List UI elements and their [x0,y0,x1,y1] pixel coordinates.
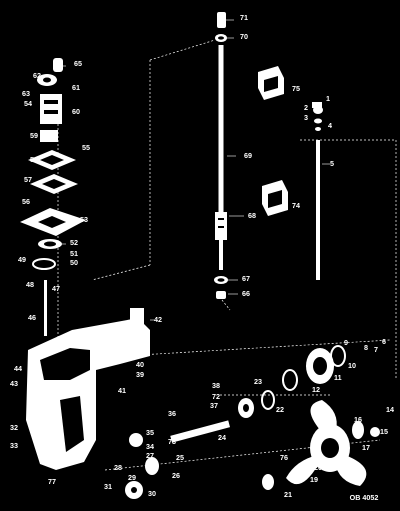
callout-61: 61 [72,83,80,92]
callout-28: 28 [114,463,122,472]
callout-34: 34 [146,442,154,451]
callout-76: 76 [280,453,288,462]
callout-56: 56 [22,197,30,206]
callout-67: 67 [242,274,250,283]
callout-19: 19 [310,475,318,484]
callout-50: 50 [70,258,78,267]
callout-49: 49 [18,255,26,264]
callout-33: 33 [10,441,18,450]
callout-71: 71 [240,13,248,22]
gasket-kit-box-lower [262,180,288,216]
callout-30: 30 [148,489,156,498]
callout-63: 63 [22,89,30,98]
callout-12: 12 [312,385,320,394]
callout-77: 77 [48,477,56,486]
propeller [262,400,380,490]
callout-37: 37 [210,401,218,410]
callout-60: 60 [72,107,80,116]
callout-16: 16 [354,415,362,424]
callout-21: 21 [284,490,292,499]
callout-26: 26 [172,471,180,480]
callout-74: 74 [292,201,300,210]
drawing-code-label: OB 4052 [350,493,379,502]
callout-6: 6 [382,337,386,346]
callout-53: 53 [80,215,88,224]
callout-23: 23 [254,377,262,386]
callout-68: 68 [248,211,256,220]
callout-58: 58 [30,155,38,164]
callout-25: 25 [176,453,184,462]
callout-10: 10 [348,361,356,370]
gasket-kit-box-upper [258,66,284,100]
callout-8: 8 [364,343,368,352]
callout-7: 7 [374,345,378,354]
callout-52: 52 [70,238,78,247]
callout-1: 1 [326,94,330,103]
callout-32: 32 [10,423,18,432]
callout-27: 27 [146,451,154,460]
callout-62: 62 [33,71,41,80]
callout-41: 41 [118,386,126,395]
callout-42: 42 [154,315,162,324]
drive-shaft [214,12,228,299]
shift-rod [312,102,323,280]
callout-3: 3 [304,113,308,122]
callout-22: 22 [276,405,284,414]
callout-leaders [62,19,330,321]
callout-73: 73 [168,437,176,446]
callout-39: 39 [136,370,144,379]
gear-housing [26,308,150,470]
callout-9: 9 [344,338,348,347]
callout-72: 72 [212,392,220,401]
callout-54: 54 [24,99,32,108]
callout-70: 70 [240,32,248,41]
callout-45: 45 [28,347,36,356]
callout-46: 46 [28,313,36,322]
water-pump-assembly [20,58,86,336]
callout-24: 24 [218,433,226,442]
callout-29: 29 [128,473,136,482]
callout-47: 47 [52,284,60,293]
callout-48: 48 [26,280,34,289]
callout-20: 20 [314,463,322,472]
callout-5: 5 [330,159,334,168]
callout-38: 38 [212,381,220,390]
callout-31: 31 [104,482,112,491]
callout-17: 17 [362,443,370,452]
callout-18: 18 [342,459,350,468]
callout-44: 44 [14,364,22,373]
callout-57: 57 [24,175,32,184]
callout-14: 14 [386,405,394,414]
callout-51: 51 [70,249,78,258]
callout-66: 66 [242,289,250,298]
propeller-shaft-assembly [125,345,346,499]
callout-55: 55 [82,143,90,152]
callout-65: 65 [74,59,82,68]
callout-69: 69 [244,151,252,160]
callout-40: 40 [136,360,144,369]
callout-75: 75 [292,84,300,93]
callout-43: 43 [10,379,18,388]
callout-4: 4 [328,121,332,130]
callout-35: 35 [146,428,154,437]
callout-2: 2 [304,103,308,112]
callout-59: 59 [30,131,38,140]
callout-15: 15 [380,427,388,436]
callout-11: 11 [334,373,342,382]
callout-36: 36 [168,409,176,418]
